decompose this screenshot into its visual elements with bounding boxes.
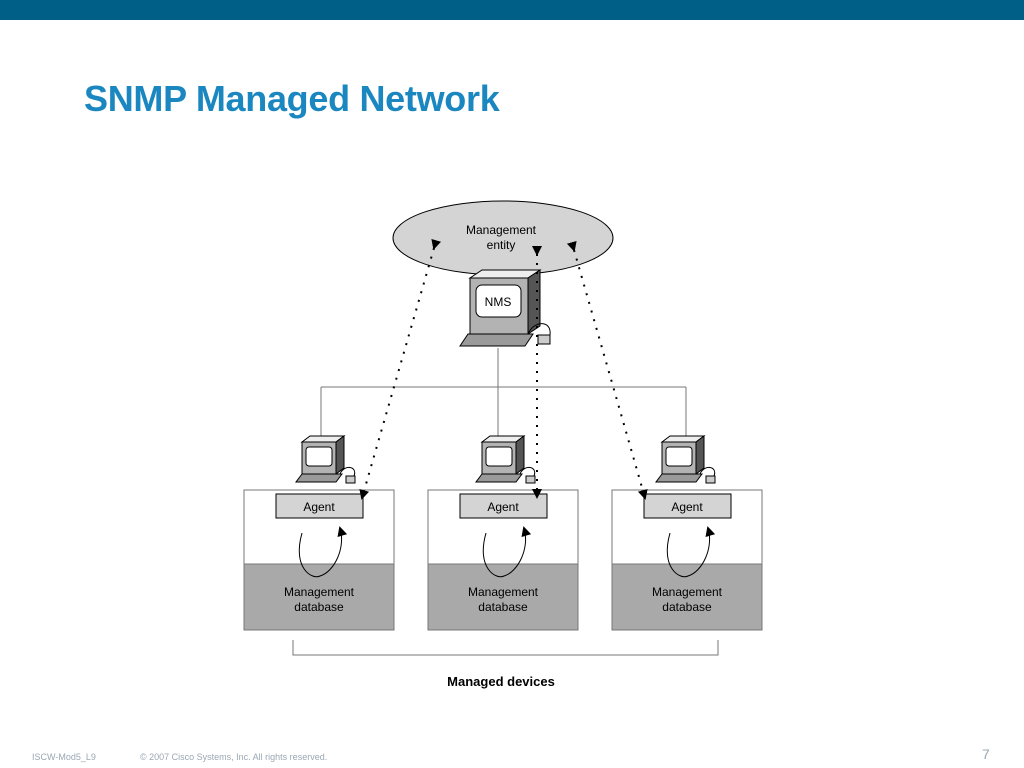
agent-db-cycle-arrow-1 (298, 526, 348, 578)
agent-label-1: Agent (303, 500, 335, 514)
network-wiring (320, 348, 687, 436)
database-label-3-line2: database (662, 600, 712, 614)
top-bar (0, 0, 1024, 20)
device-workstation-3 (655, 435, 716, 484)
nms-label: NMS (485, 295, 512, 309)
database-label-2-line1: Management (468, 585, 539, 599)
database-label-3-line1: Management (652, 585, 723, 599)
management-entity: Management entity (392, 200, 614, 276)
management-entity-label-line1: Management (466, 223, 537, 237)
database-label-1-line1: Management (284, 585, 355, 599)
page-number: 7 (982, 746, 990, 762)
footer-course-code: ISCW-Mod5_L9 (32, 752, 96, 762)
slide-title: SNMP Managed Network (84, 78, 500, 119)
managed-device-3: Agent Management database (611, 489, 763, 631)
snmp-link-left (359, 238, 442, 500)
agent-db-cycle-arrow-2 (482, 526, 532, 578)
managed-device-2: Agent Management database (427, 489, 579, 631)
agent-db-cycle-arrow-3 (666, 526, 716, 578)
agent-label-3: Agent (671, 500, 703, 514)
agent-label-2: Agent (487, 500, 519, 514)
managed-devices-bracket (292, 640, 719, 656)
nms-workstation: NMS (459, 269, 551, 347)
snmp-link-right (566, 240, 648, 500)
device-workstation-2 (475, 435, 536, 484)
database-label-1-line2: database (294, 600, 344, 614)
footer-copyright: © 2007 Cisco Systems, Inc. All rights re… (140, 752, 328, 762)
device-workstation-1 (295, 435, 356, 484)
managed-device-1: Agent Management database (243, 489, 395, 631)
managed-devices-label: Managed devices (447, 674, 555, 689)
snmp-links (359, 238, 648, 500)
database-label-2-line2: database (478, 600, 528, 614)
management-entity-label-line2: entity (487, 238, 516, 252)
